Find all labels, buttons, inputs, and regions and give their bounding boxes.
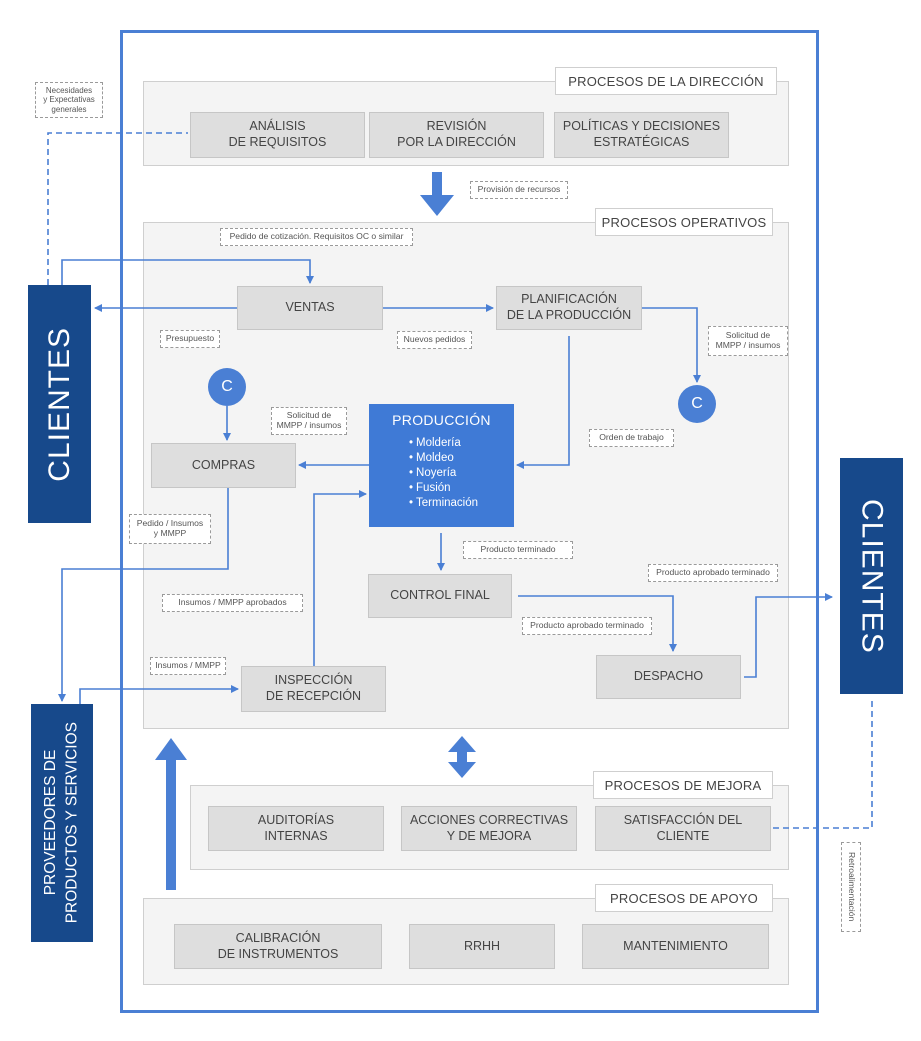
inspeccion-recepcion-box[interactable]: INSPECCIÓN DE RECEPCIÓN — [241, 666, 386, 712]
compras-box[interactable]: COMPRAS — [151, 443, 296, 488]
revision-direccion-box[interactable]: REVISIÓN POR LA DIRECCIÓN — [369, 112, 544, 158]
produccion-item: Noyería — [409, 466, 514, 481]
rrhh-box[interactable]: RRHH — [409, 924, 555, 969]
ventas-box[interactable]: VENTAS — [237, 286, 383, 330]
note-necesidades: Necesidades y Expectativas generales — [35, 82, 103, 118]
down-arrow-provision — [420, 172, 454, 216]
acciones-correctivas-box[interactable]: ACCIONES CORRECTIVAS Y DE MEJORA — [401, 806, 577, 851]
note-pedido-cotizacion: Pedido de cotización. Requisitos OC o si… — [220, 228, 413, 246]
section-title-mejora: PROCESOS DE MEJORA — [593, 771, 773, 799]
section-title-direccion: PROCESOS DE LA DIRECCIÓN — [555, 67, 777, 95]
note-retroalimentacion: Retroalimentación — [841, 842, 861, 932]
clientes-right-block: CLIENTES — [840, 458, 903, 694]
line-compras-proveedores — [58, 488, 229, 702]
line-despacho-clientes — [744, 593, 833, 678]
satisfaccion-cliente-box[interactable]: SATISFACCIÓN DEL CLIENTE — [595, 806, 771, 851]
clientes-right-label: CLIENTES — [855, 498, 889, 654]
line-planificacion-produccion — [516, 336, 570, 469]
section-title-operativos: PROCESOS OPERATIVOS — [595, 208, 773, 236]
line-proveedores-inspeccion — [79, 685, 239, 704]
line-inspeccion-produccion — [313, 490, 367, 666]
produccion-title: PRODUCCIÓN — [392, 412, 491, 428]
line-control-despacho — [518, 595, 677, 652]
note-producto-aprobado-mid: Producto aprobado terminado — [522, 617, 652, 635]
produccion-item: Moldeo — [409, 451, 514, 466]
produccion-item: Fusión — [409, 481, 514, 496]
note-insumos-aprobados: Insumos / MMPP aprobados — [162, 594, 303, 612]
analisis-requisitos-box[interactable]: ANÁLISIS DE REQUISITOS — [190, 112, 365, 158]
note-nuevos-pedidos: Nuevos pedidos — [397, 331, 472, 349]
note-provision-recursos: Provisión de recursos — [470, 181, 568, 199]
produccion-item: Terminación — [409, 496, 514, 511]
note-presupuesto: Presupuesto — [160, 330, 220, 348]
produccion-list: Moldería Moldeo Noyería Fusión Terminaci… — [369, 436, 514, 511]
line-planificacion-c — [642, 307, 701, 383]
line-clientes-ventas — [61, 259, 314, 285]
note-producto-terminado: Producto terminado — [463, 541, 573, 559]
planificacion-produccion-box[interactable]: PLANIFICACIÓN DE LA PRODUCCIÓN — [496, 286, 642, 330]
note-solicitud-mmpp-left: Solicitud de MMPP / insumos — [271, 407, 347, 435]
produccion-item: Moldería — [409, 436, 514, 451]
note-retroalimentacion-text: Retroalimentación — [846, 852, 857, 922]
mantenimiento-box[interactable]: MANTENIMIENTO — [582, 924, 769, 969]
note-producto-aprobado-top: Producto aprobado terminado — [648, 564, 778, 582]
clientes-left-block: CLIENTES — [28, 285, 91, 523]
note-orden-trabajo: Orden de trabajo — [589, 429, 674, 447]
circle-c-compras: C — [208, 368, 246, 406]
note-pedido-insumos: Pedido / Insumos y MMPP — [129, 514, 211, 544]
line-clientes-analisis-dashed — [47, 132, 188, 285]
note-insumos-mmpp: Insumos / MMPP — [150, 657, 226, 675]
politicas-decisiones-box[interactable]: POLÍTICAS Y DECISIONES ESTRATÉGICAS — [554, 112, 729, 158]
up-arrow-apoyo — [155, 738, 187, 890]
despacho-box[interactable]: DESPACHO — [596, 655, 741, 699]
main-frame — [120, 30, 819, 1013]
control-final-box[interactable]: CONTROL FINAL — [368, 574, 512, 618]
calibracion-instrumentos-box[interactable]: CALIBRACIÓN DE INSTRUMENTOS — [174, 924, 382, 969]
section-title-apoyo: PROCESOS DE APOYO — [595, 884, 773, 912]
double-arrow-mejora — [448, 736, 476, 778]
proveedores-block: PROVEEDORES DE PRODUCTOS Y SERVICIOS — [31, 704, 93, 942]
note-solicitud-mmpp-right: Solicitud de MMPP / insumos — [708, 326, 788, 356]
produccion-box[interactable]: PRODUCCIÓN Moldería Moldeo Noyería Fusió… — [369, 404, 514, 527]
circle-c-planificacion: C — [678, 385, 716, 423]
auditorias-internas-box[interactable]: AUDITORÍAS INTERNAS — [208, 806, 384, 851]
line-satisfaccion-retro-dashed — [773, 698, 873, 829]
